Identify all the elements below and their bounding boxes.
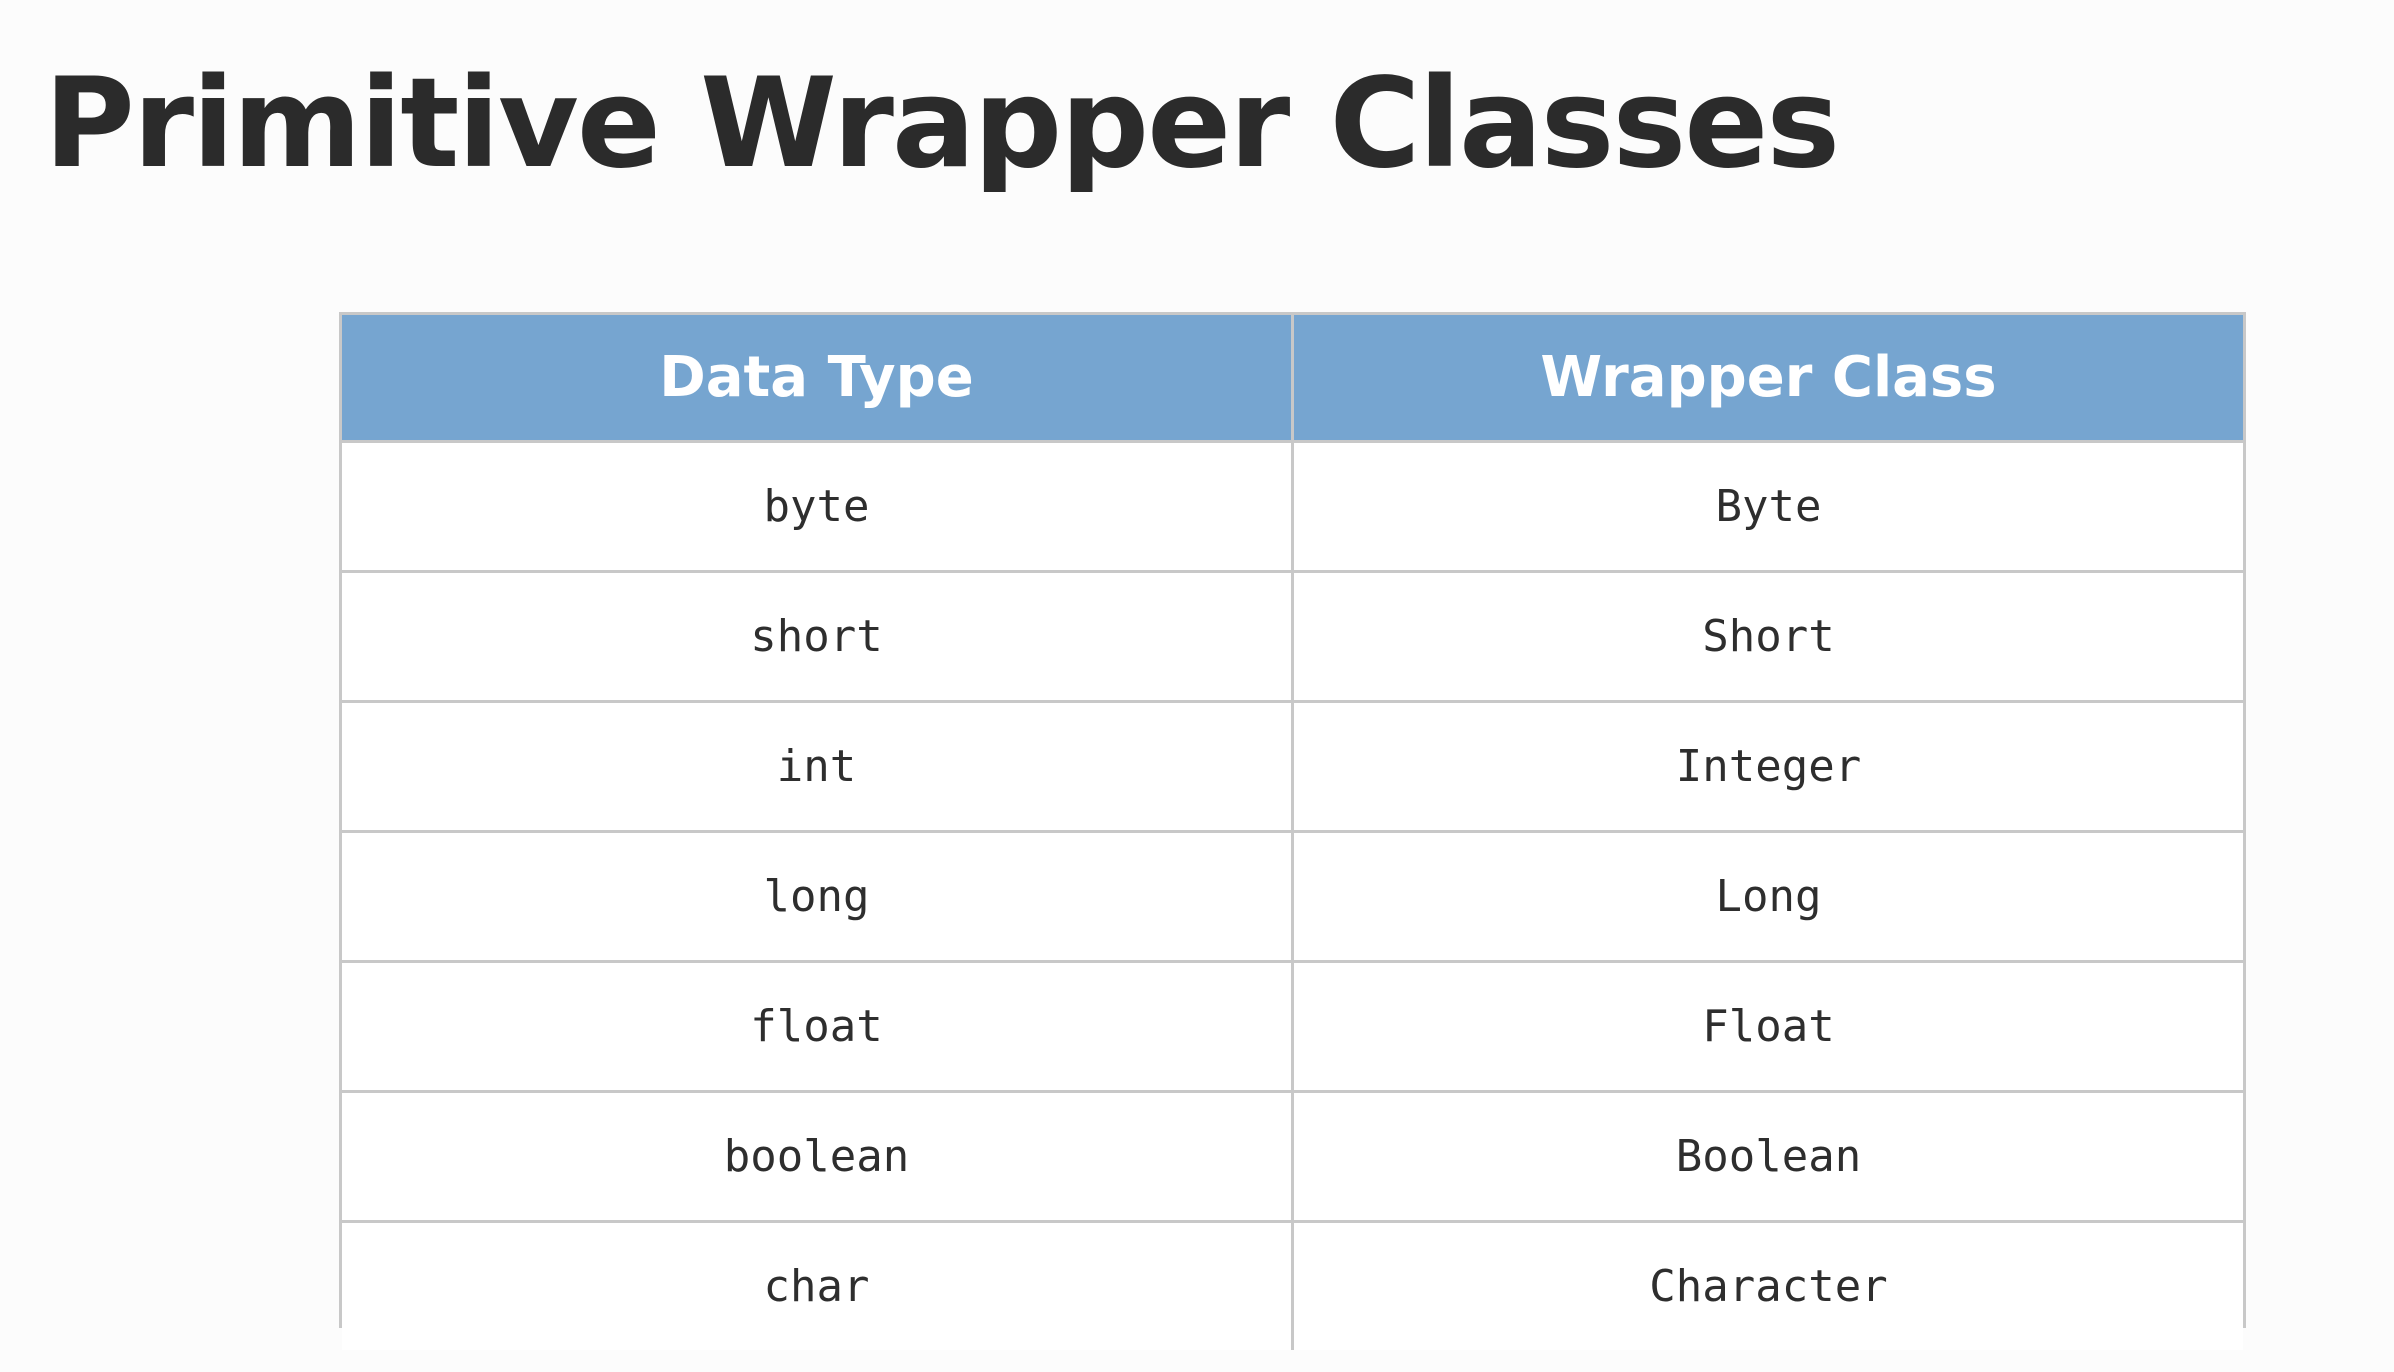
wrapper-class-cell: Boolean [1292,1091,2243,1223]
table-row: boolean Boolean [342,1091,2243,1223]
table-header-row: Data Type Wrapper Class [342,315,2243,443]
page-title: Primitive Wrapper Classes [44,52,1840,196]
data-type-cell: char [342,1221,1294,1350]
table-row: short Short [342,571,2243,703]
wrapper-class-cell: Byte [1292,441,2243,573]
wrapper-classes-table: Data Type Wrapper Class byte Byte short … [339,312,2246,1350]
table-row: byte Byte [342,441,2243,573]
wrapper-class-cell: Float [1292,961,2243,1093]
data-type-cell: long [342,831,1294,963]
data-table: Data Type Wrapper Class byte Byte short … [342,315,2243,1350]
wrapper-class-cell: Short [1292,571,2243,703]
column-header-data-type: Data Type [342,315,1294,443]
wrapper-class-cell: Long [1292,831,2243,963]
data-type-cell: boolean [342,1091,1294,1223]
data-type-cell: float [342,961,1294,1093]
data-type-cell: byte [342,441,1294,573]
wrapper-class-cell: Integer [1292,701,2243,833]
table-row: int Integer [342,701,2243,833]
table-row: long Long [342,831,2243,963]
table-row: char Character [342,1221,2243,1350]
wrapper-class-cell: Character [1292,1221,2243,1350]
table-row: float Float [342,961,2243,1093]
data-type-cell: short [342,571,1294,703]
data-type-cell: int [342,701,1294,833]
column-header-wrapper-class: Wrapper Class [1292,315,2243,443]
